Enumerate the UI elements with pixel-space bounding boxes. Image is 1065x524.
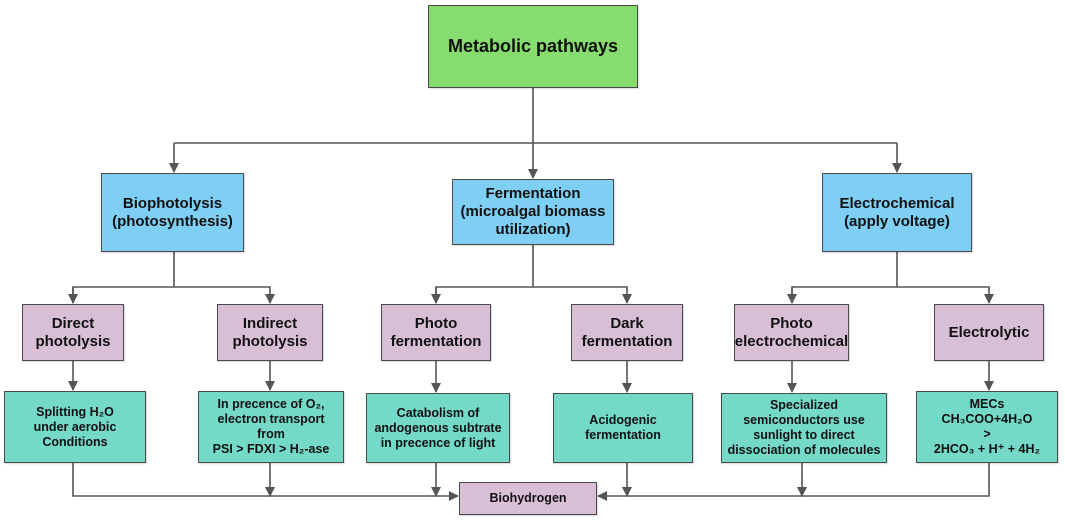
node-indirect-photolysis: Indirect photolysis [217,304,323,361]
node-photo-electrochemical: Photo electrochemical [734,304,849,361]
node-photo-fermentation: Photo fermentation [381,304,491,361]
edge-electrochemical-children [791,252,989,303]
node-dark-fermentation: Dark fermentation [571,304,683,361]
node-fermentation: Fermentation (microalgal biomass utiliza… [452,179,614,245]
edge-fermentation-children [435,245,627,303]
node-splitting-h2o: Splitting H₂O under aerobic Conditions [4,391,146,463]
node-splitting-h2o-label: Splitting H₂O under aerobic Conditions [33,404,117,449]
node-biophotolysis-label: Biophotolysis (photosynthesis) [112,194,233,230]
node-electrochemical-label: Electrochemical (apply voltage) [839,194,955,230]
node-biohydrogen: Biohydrogen [459,482,597,515]
node-catabolism: Catabolism of andogenous subtrate in pre… [366,393,510,463]
node-acidogenic-fermentation: Acidogenic fermentation [553,393,693,463]
node-fermentation-label: Fermentation (microalgal biomass utiliza… [460,185,606,238]
node-biohydrogen-label: Biohydrogen [489,491,567,505]
node-electrolytic: Electrolytic [934,304,1044,361]
node-mecs: MECs CH₃COO+4H₂O > 2HCO₃ + H⁺ + 4H₂ [916,391,1058,463]
edge-collect-right [597,463,990,501]
node-o2-electron-transport: In precence of O₂, electron transport fr… [198,391,344,463]
edge-biophotolysis-children [72,252,270,303]
edge-collect-left [72,463,459,501]
node-specialized-semiconductors-label: Specialized semiconductors use sunlight … [727,398,881,457]
node-biophotolysis: Biophotolysis (photosynthesis) [101,173,244,252]
node-specialized-semiconductors: Specialized semiconductors use sunlight … [721,393,887,463]
node-metabolic-pathways: Metabolic pathways [428,5,638,88]
node-acidogenic-fermentation-label: Acidogenic fermentation [585,413,661,442]
node-photo-fermentation-label: Photo fermentation [390,314,482,350]
node-o2-electron-transport-label: In precence of O₂, electron transport fr… [212,397,330,456]
node-dark-fermentation-label: Dark fermentation [581,314,673,350]
node-mecs-label: MECs CH₃COO+4H₂O > 2HCO₃ + H⁺ + 4H₂ [933,397,1041,456]
node-catabolism-label: Catabolism of andogenous subtrate in pre… [374,405,502,450]
node-photo-electrochemical-label: Photo electrochemical [734,314,849,350]
node-metabolic-pathways-label: Metabolic pathways [447,35,619,56]
node-electrochemical: Electrochemical (apply voltage) [822,173,972,252]
node-electrolytic-label: Electrolytic [948,323,1030,341]
node-direct-photolysis-label: Direct photolysis [35,314,111,350]
node-indirect-photolysis-label: Indirect photolysis [232,314,308,350]
node-direct-photolysis: Direct photolysis [22,304,124,361]
